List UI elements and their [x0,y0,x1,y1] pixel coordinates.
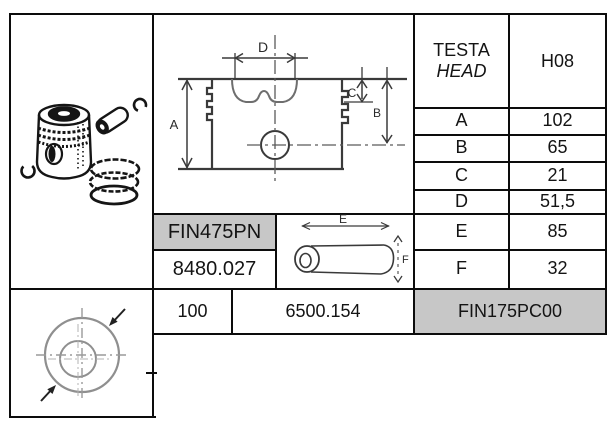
dim-label-B: B [455,137,468,158]
head-code-cell: H08 [540,50,575,71]
piston-kit-illustration [20,97,148,206]
grid-line-bore-right [231,288,233,335]
bore-diameter-diagram [36,308,129,402]
dim-value-E: 85 [547,220,568,241]
dim-value-C: 21 [547,164,568,185]
grid-line-bottomrow-top [9,288,607,290]
grid-line-col2 [413,13,415,335]
fin-code-bottom-cell: FIN175PC00 [415,290,605,333]
fin-code-top-cell: FIN475PN [154,215,275,249]
drawing-label-C: C [348,86,357,100]
drawing-label-E: E [339,212,347,226]
dim-label-A: A [455,110,468,131]
grid-line-drawing-bottom [152,213,607,215]
grid-line-fin-right [275,213,277,290]
drawing-label-A: A [170,117,179,132]
dim-label-F: F [456,258,467,279]
head-title-cell: TESTA HEAD [415,15,508,107]
dim-value-B: 65 [547,137,568,158]
grid-line-col1 [152,13,154,418]
grid-line-rowEF [413,249,607,251]
grid-tick-mark [146,372,157,374]
dim-label-C: C [455,164,468,185]
grid-line-fin-divider [152,249,277,251]
grid-line-rowCD [413,189,607,191]
gudgeon-pin-drawing: E F [294,212,409,284]
grid-line-rowAB [413,134,607,136]
grid-line-right-border [605,13,607,335]
grid-line-top [9,13,607,15]
grid-line-head-divider [508,13,510,290]
grid-line-leftcell-bottom [9,416,156,418]
part-number-cell: 8480.027 [172,258,257,280]
grid-line-header-bottom [413,107,607,109]
grid-line-left-border [9,13,11,418]
head-title-english: HEAD [436,61,487,81]
dim-value-F: 32 [547,258,568,279]
grid-line-rowBC [413,161,607,163]
dim-value-A: 102 [542,110,573,131]
drawing-label-D: D [258,39,268,55]
catalog-number-cell: 6500.154 [285,301,361,322]
drawing-label-B: B [373,106,381,120]
dim-value-D: 51,5 [539,190,576,211]
piston-section-drawing: A D C B [170,35,407,185]
dim-label-D: D [455,190,468,211]
bore-cell: 100 [177,301,208,322]
grid-line-bottomrow-bottom [152,333,607,335]
head-title-italian: TESTA [433,40,490,61]
drawing-label-F: F [402,254,409,266]
dim-label-E: E [455,220,468,241]
